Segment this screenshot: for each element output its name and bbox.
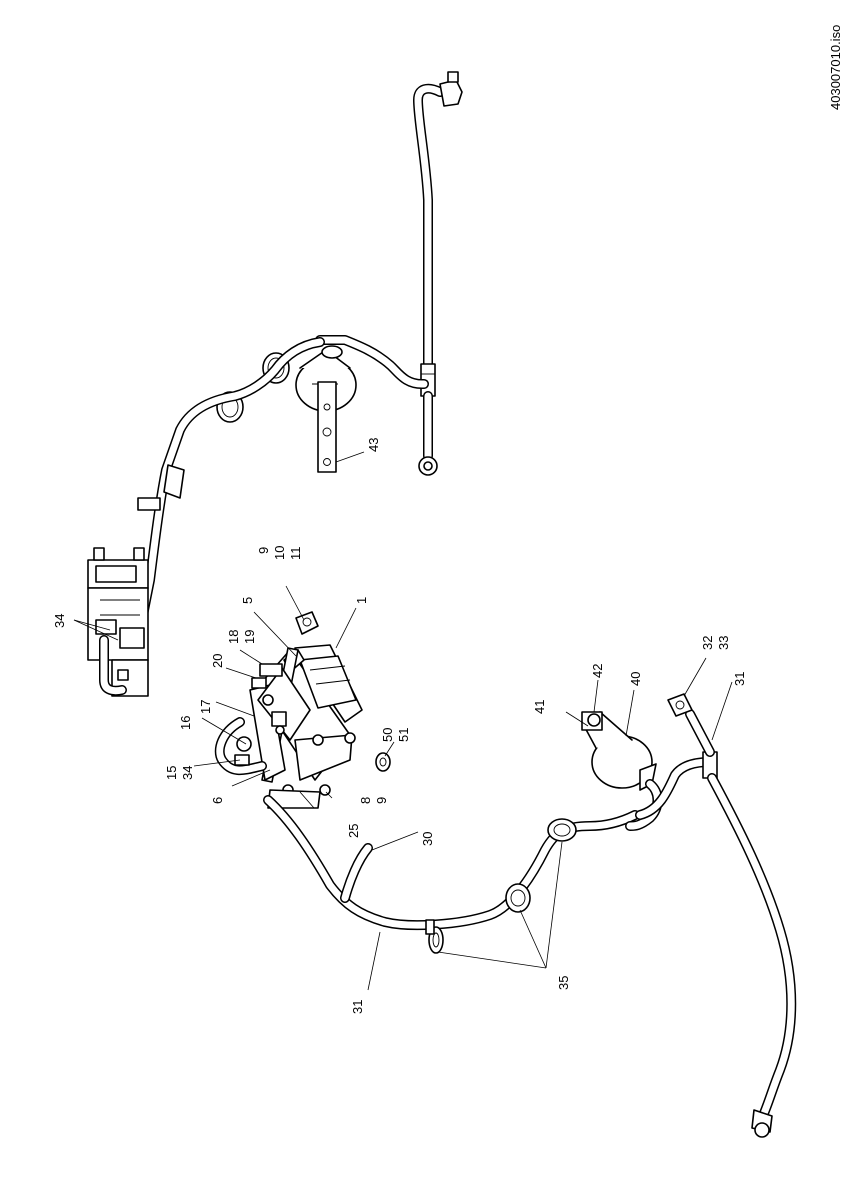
callout-11: 11 [288,547,303,561]
drawing-reference: 403007010.iso [828,25,843,110]
callout-34-left: 34 [180,766,195,780]
callout-20: 20 [210,654,225,668]
callout-9: 9 [256,547,271,554]
callout-31-right: 31 [732,672,747,686]
callout-42: 42 [590,664,605,678]
callout-51: 51 [396,728,411,742]
callout-labels: 43 9 10 11 5 1 18 19 20 17 16 15 34 6 25… [52,438,747,1014]
callout-30: 30 [420,832,435,846]
callout-16: 16 [178,716,193,730]
callout-31-left: 31 [350,1000,365,1014]
callout-5: 5 [240,597,255,604]
callout-17: 17 [198,700,213,714]
callout-1: 1 [354,597,369,604]
callout-33: 33 [716,636,731,650]
leader-lines [73,451,733,991]
callout-15: 15 [164,766,179,780]
callout-50: 50 [380,728,395,742]
callout-25: 25 [346,824,361,838]
callout-8: 8 [358,797,373,804]
callout-10: 10 [272,546,287,560]
upper-valve-block [87,547,149,697]
callout-34-top: 34 [52,614,67,628]
callout-6: 6 [210,797,225,804]
center-ecu-assembly [249,611,391,809]
callout-43: 43 [366,438,381,452]
callout-18: 18 [226,630,241,644]
callout-41: 41 [532,700,547,714]
callout-9-lower: 9 [374,797,389,804]
callout-19: 19 [242,630,257,644]
callout-35: 35 [556,976,571,990]
lower-hose-assembly [214,693,797,1138]
callout-40: 40 [628,672,643,686]
upper-hose-assembly [137,71,463,625]
callout-32: 32 [700,636,715,650]
